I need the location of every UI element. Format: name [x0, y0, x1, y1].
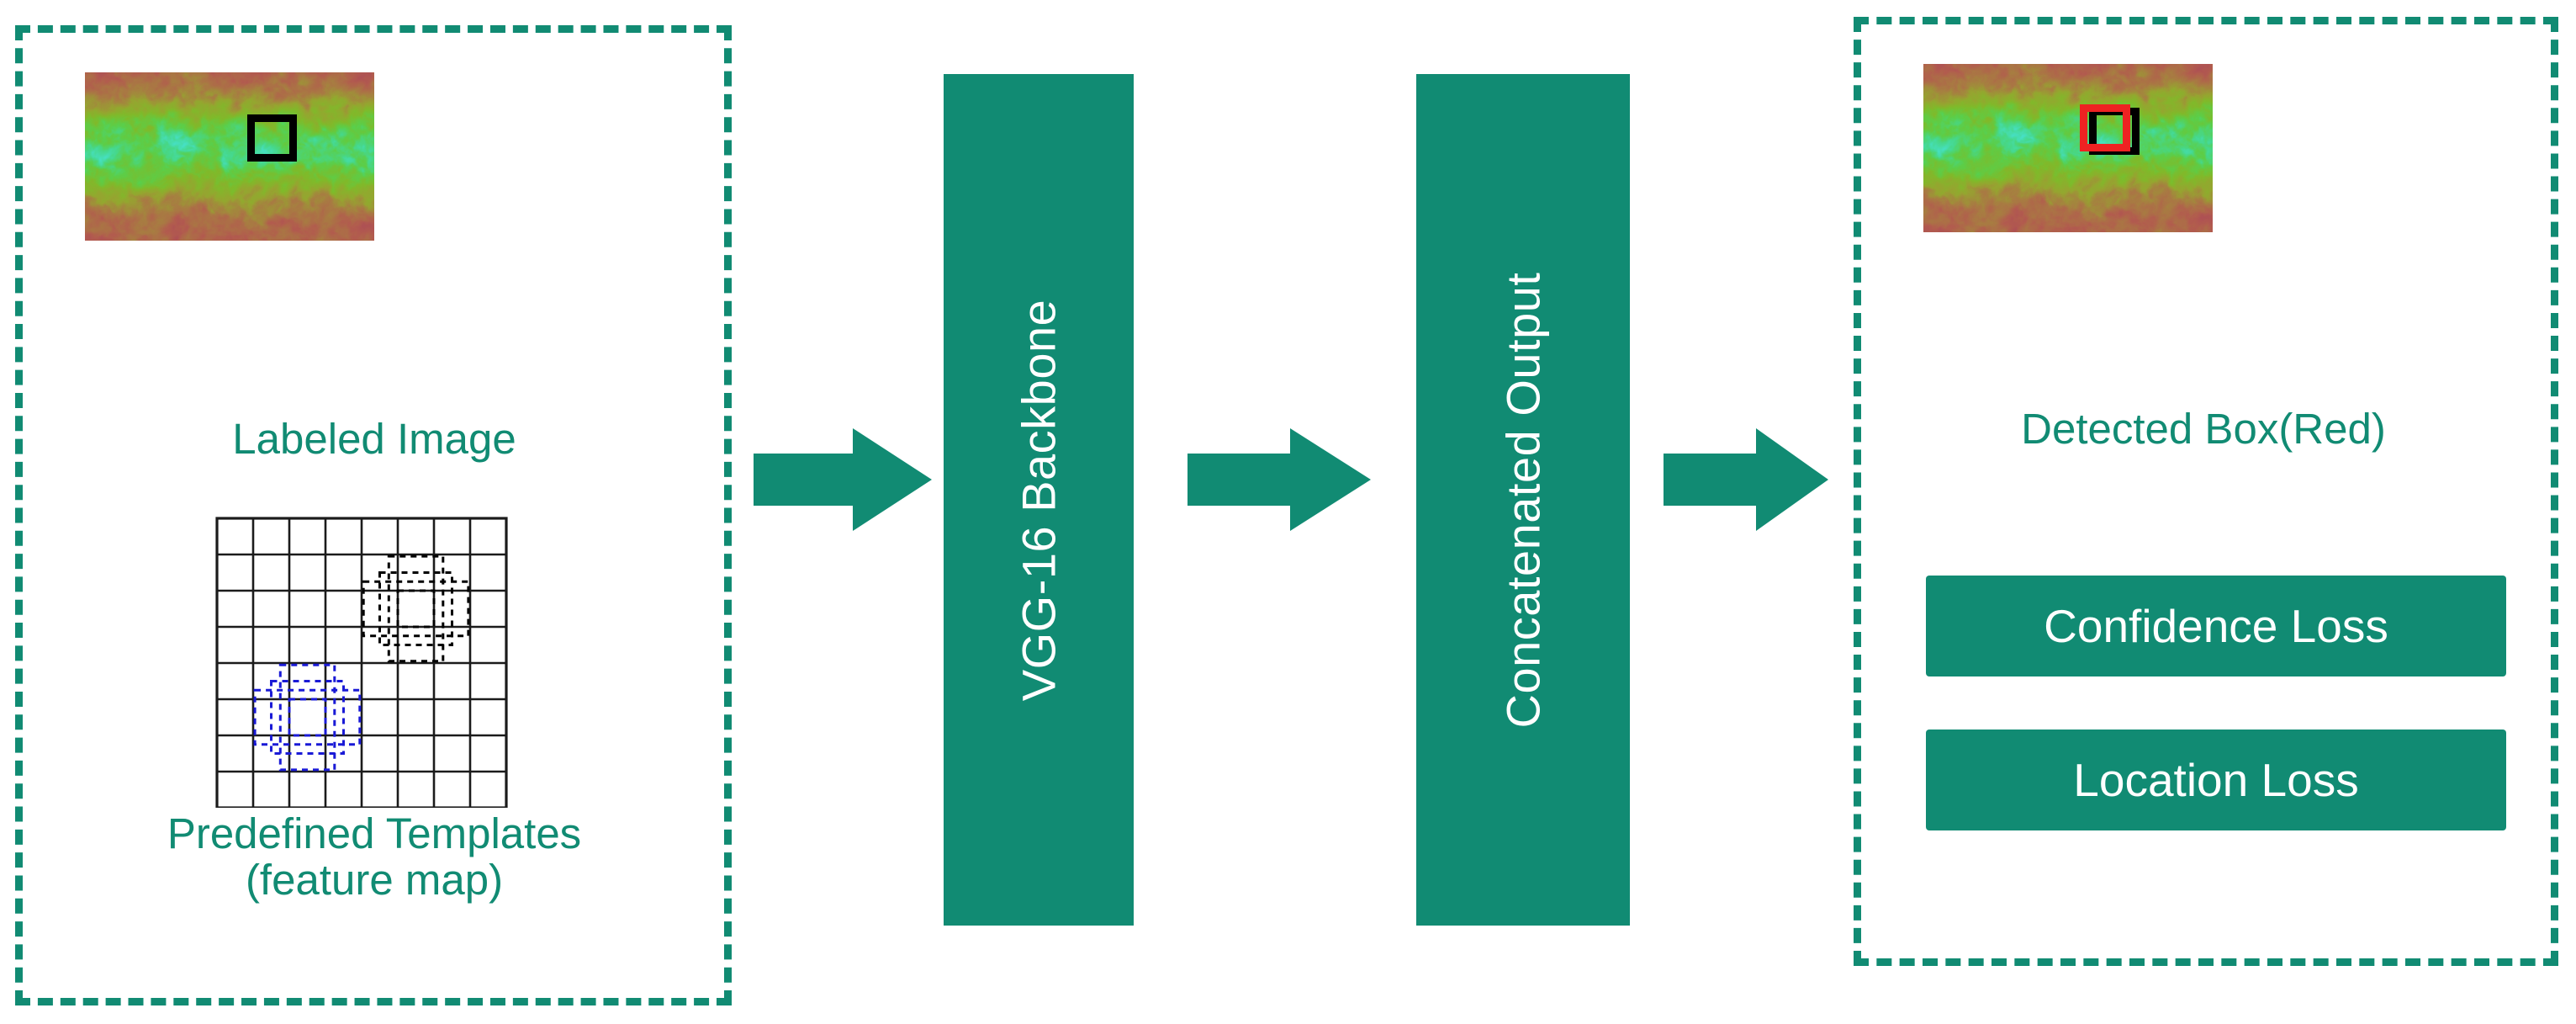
arrow-input-to-backbone: [754, 425, 932, 534]
feature-map-anchor-boxes: [253, 554, 470, 772]
arrow-backbone-to-concat: [1187, 425, 1371, 534]
confidence-loss-box: Confidence Loss: [1926, 576, 2506, 676]
ground-truth-box: [246, 114, 298, 162]
location-loss-box: Location Loss: [1926, 730, 2506, 830]
detected-box: [2079, 104, 2130, 151]
feature-map-grid: [215, 517, 508, 808]
detected-box-caption: Detected Box(Red): [2021, 405, 2386, 453]
satellite-map-image: [85, 72, 374, 241]
feature-map-cells: [215, 517, 508, 808]
input-group-panel: [15, 25, 732, 1005]
output-group-panel: [1854, 17, 2558, 966]
vgg16-backbone-block: VGG-16 Backbone: [944, 74, 1134, 926]
detected-image-thumbnail: [1923, 64, 2502, 401]
labeled-image-caption: Labeled Image: [232, 415, 516, 463]
arrow-concat-to-output: [1664, 425, 1828, 534]
predefined-templates-caption: Predefined Templates (feature map): [167, 809, 582, 905]
satellite-map-image: [1923, 64, 2213, 232]
labeled-image-thumbnail: [85, 72, 664, 409]
concatenated-output-block: Concatenated Output: [1416, 74, 1630, 926]
vgg16-backbone-label: VGG-16 Backbone: [1012, 299, 1066, 701]
concatenated-output-label: Concatenated Output: [1496, 272, 1550, 728]
